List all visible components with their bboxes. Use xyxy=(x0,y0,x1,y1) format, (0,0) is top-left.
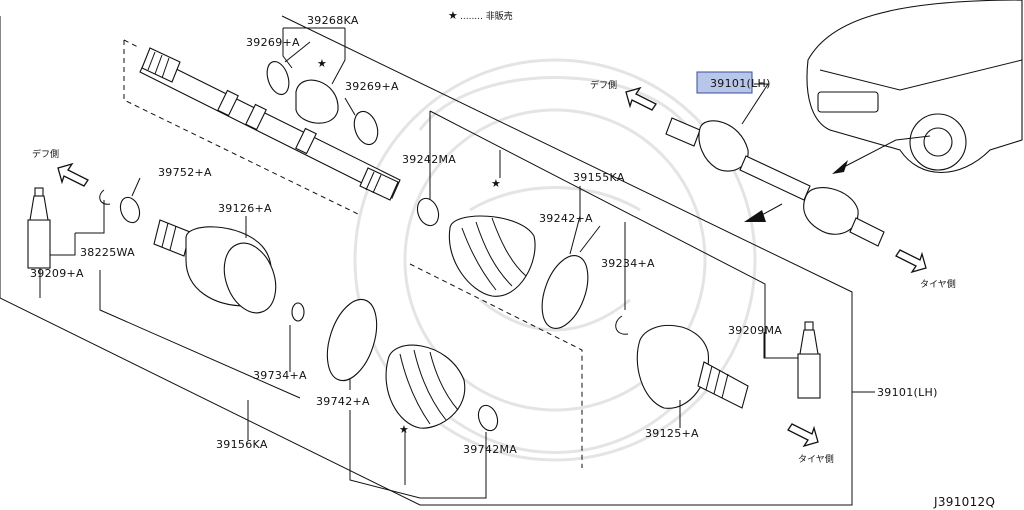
label-39734a[interactable]: 39734+A xyxy=(253,369,307,382)
not-sold-star: ★ xyxy=(399,423,409,436)
assembled-axle xyxy=(665,117,885,247)
label-39101lh-top[interactable]: 39101(LH) xyxy=(710,77,771,90)
label-39242a[interactable]: 39242+A xyxy=(539,212,593,225)
inner-bracket xyxy=(429,110,766,358)
label-39269a-left[interactable]: 39269+A xyxy=(246,36,300,49)
label-39209ma[interactable]: 39209MA xyxy=(728,324,782,337)
label-39268ka[interactable]: 39268KA xyxy=(307,14,359,27)
arrow-diff-left-icon xyxy=(57,162,89,187)
not-sold-star: ★ xyxy=(491,177,501,190)
legend-text: ........ 非販売 xyxy=(460,10,513,22)
circlip-and-snap-ring xyxy=(99,189,141,224)
leader-lines xyxy=(39,27,875,499)
label-39155ka[interactable]: 39155KA xyxy=(573,171,625,184)
label-39125a[interactable]: 39125+A xyxy=(645,427,699,440)
leader-vehicle xyxy=(837,139,897,171)
label-39752a[interactable]: 39752+A xyxy=(158,166,212,179)
label-39269a-right[interactable]: 39269+A xyxy=(345,80,399,93)
arrow-tire-bottom-icon xyxy=(787,423,819,448)
inner-boot xyxy=(326,298,499,432)
label-39742a[interactable]: 39742+A xyxy=(316,395,370,408)
label-39234a[interactable]: 39234+A xyxy=(601,257,655,270)
watermark-emblem xyxy=(353,58,757,462)
label-39101lh-right[interactable]: 39101(LH) xyxy=(877,386,938,399)
label-39156ka[interactable]: 39156KA xyxy=(216,438,268,451)
diagram-code: J391012Q xyxy=(933,495,995,509)
assembly-frame xyxy=(0,15,853,506)
arrow-diff-top-icon xyxy=(625,86,657,111)
vehicle-illustration xyxy=(806,0,1023,173)
grease-tube-right xyxy=(797,321,821,399)
label-tire-right: タイヤ側 xyxy=(920,278,956,290)
label-diff-top: デフ側 xyxy=(590,79,617,91)
outer-cv-joint xyxy=(636,324,749,409)
not-sold-star: ★ xyxy=(317,57,327,70)
label-tire-bottom: タイヤ側 xyxy=(798,453,834,465)
grease-tube-left xyxy=(27,187,51,269)
drive-shaft xyxy=(139,47,401,201)
label-diff-left: デフ側 xyxy=(32,148,59,160)
outer-boot xyxy=(416,197,629,335)
label-39209a[interactable]: 39209+A xyxy=(30,267,84,280)
label-39742ma[interactable]: 39742MA xyxy=(463,443,517,456)
dashed-group-lower xyxy=(409,263,583,468)
dashed-group-upper xyxy=(123,40,361,216)
label-39126a[interactable]: 39126+A xyxy=(218,202,272,215)
damper-boot xyxy=(266,60,379,146)
arrow-tire-right-icon xyxy=(895,249,927,274)
label-38225wa[interactable]: 38225WA xyxy=(80,246,135,259)
label-39242ma[interactable]: 39242MA xyxy=(402,153,456,166)
legend-star: ★ xyxy=(448,9,458,22)
inner-joint-housing xyxy=(153,219,305,322)
highlighted-part-box[interactable] xyxy=(696,71,753,94)
